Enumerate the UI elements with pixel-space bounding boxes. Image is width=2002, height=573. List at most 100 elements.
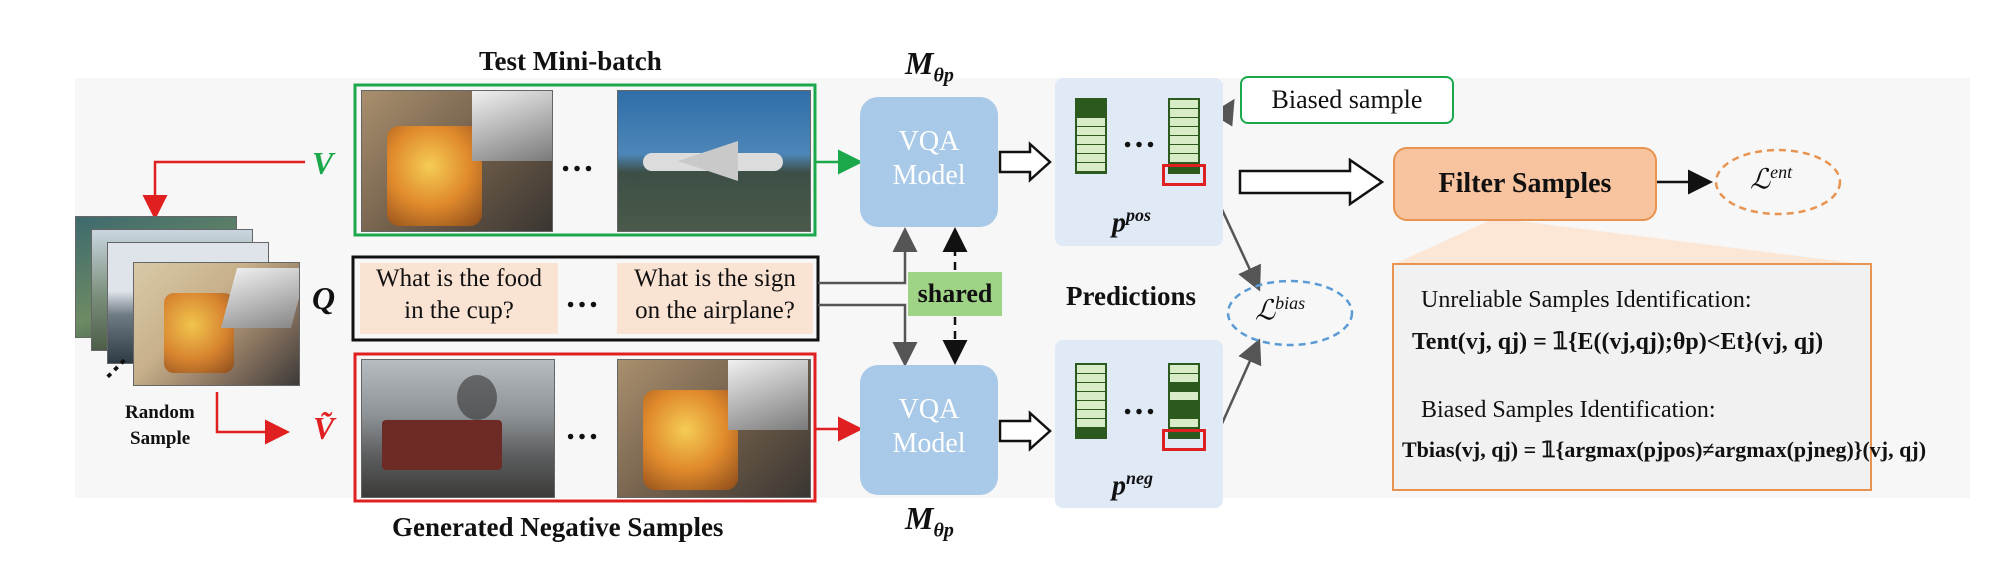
shared-badge: shared — [908, 272, 1002, 316]
l-ent-main: ℒ — [1750, 164, 1771, 196]
l-bias-main: ℒ — [1255, 295, 1276, 327]
bar-segment — [1170, 154, 1198, 163]
p-pos-main: p — [1112, 207, 1126, 239]
negative-image-train — [361, 359, 555, 498]
p-neg-main: p — [1112, 470, 1126, 502]
p-pos-label: ppos — [1112, 205, 1151, 239]
vqa-bottom-line1: VQA — [898, 394, 960, 425]
predictions-label: Predictions — [1066, 281, 1196, 311]
m-theta-bottom-main: M — [905, 500, 934, 536]
l-ent-sup: ent — [1770, 162, 1793, 182]
bar-segment — [1170, 374, 1198, 383]
vqa-bottom-line2: Model — [892, 428, 966, 459]
test-minibatch-frame — [353, 83, 817, 237]
q-symbol: Q — [312, 280, 336, 316]
formula-box: Unreliable Samples Identification: Tent(… — [1392, 263, 1926, 491]
pos-bar-2-highlight — [1162, 164, 1206, 186]
negative-image-chips — [617, 359, 811, 498]
neg-bar-2 — [1168, 363, 1200, 439]
bar-segment — [1077, 109, 1105, 118]
bar-segment — [1077, 419, 1105, 428]
negative-batch-ellipsis: … — [565, 410, 601, 447]
bar-segment — [1170, 401, 1198, 410]
vqa-to-pos-arrow — [998, 141, 1052, 183]
bar-segment — [1170, 100, 1198, 109]
bar-segment — [1077, 145, 1105, 154]
v-symbol: V — [312, 145, 334, 181]
m-theta-bottom: Mθp — [905, 500, 954, 542]
test-batch-ellipsis: … — [560, 142, 596, 179]
vqa-top-line2: Model — [892, 160, 966, 191]
m-theta-top-sub: θp — [933, 64, 954, 87]
m-theta-top: Mθp — [905, 45, 954, 87]
callout-wedge — [1392, 218, 1870, 265]
l-bias-sup: bias — [1275, 293, 1306, 313]
bar-segment — [1170, 428, 1198, 437]
test-image-chips — [361, 90, 553, 232]
bar-segment — [1170, 145, 1198, 154]
question-to-vqa-bottom — [818, 303, 918, 367]
bar-segment — [1077, 118, 1105, 127]
bar-segment — [1077, 127, 1105, 136]
p-neg-sup: neg — [1126, 468, 1153, 488]
bar-segment — [1077, 383, 1105, 392]
lent-ellipse — [1714, 148, 1842, 216]
bar-segment — [1077, 136, 1105, 145]
random-to-vtilde-arrow — [215, 392, 290, 445]
test-minibatch-title: Test Mini-batch — [479, 46, 662, 76]
question-to-vqa-top — [818, 227, 918, 285]
bar-segment — [1170, 127, 1198, 136]
random-sample-label-2: Sample — [130, 428, 191, 449]
bar-segment — [1170, 410, 1198, 419]
vqa-model-bottom: VQA Model — [860, 365, 998, 495]
negative-samples-frame — [353, 352, 817, 503]
pos-bars-ellipsis: … — [1122, 118, 1158, 155]
vqa-model-top: VQA Model — [860, 97, 998, 227]
test-image-airplane — [617, 90, 811, 232]
p-pos-sup: pos — [1126, 205, 1152, 225]
m-theta-top-main: M — [905, 45, 934, 81]
random-stack-image-1 — [133, 262, 300, 386]
question-2-line1: What is the sign — [634, 265, 796, 292]
unreliable-title: Unreliable Samples Identification: — [1421, 287, 1752, 313]
bar-segment — [1170, 109, 1198, 118]
neg-bar-2-highlight — [1162, 429, 1206, 451]
bar-segment — [1170, 136, 1198, 145]
bar-segment — [1170, 419, 1198, 428]
neg-bar-1 — [1075, 363, 1107, 439]
neg-bars-ellipsis: … — [1122, 385, 1158, 422]
question-cell-1: What is the food in the cup? — [360, 263, 558, 334]
question-cell-2: What is the sign on the airplane? — [617, 263, 813, 334]
bar-segment — [1077, 374, 1105, 383]
lbias-ellipse — [1226, 279, 1354, 347]
bar-segment — [1077, 154, 1105, 163]
p-neg-label: pneg — [1112, 468, 1153, 502]
bar-segment — [1170, 118, 1198, 127]
l-bias-label: ℒbias — [1255, 293, 1305, 327]
question-frame — [351, 255, 820, 342]
biased-formula: Tbias(vj, qj) = 𝟙{argmax(pjpos)≠argmax(p… — [1402, 437, 1927, 462]
bar-segment — [1170, 365, 1198, 374]
bar-segment — [1077, 410, 1105, 419]
bar-segment — [1077, 163, 1105, 172]
vqa-top-line1: VQA — [898, 126, 960, 157]
v-to-random-arrow — [142, 160, 305, 220]
bar-segment — [1170, 383, 1198, 392]
filter-samples-box: Filter Samples — [1393, 147, 1657, 221]
m-theta-bottom-sub: θp — [933, 519, 954, 542]
bar-segment — [1077, 392, 1105, 401]
generated-negative-title: Generated Negative Samples — [392, 512, 724, 542]
question-2-line2: on the airplane? — [635, 297, 795, 324]
biased-title: Biased Samples Identification: — [1421, 397, 1716, 423]
pos-bar-2 — [1168, 98, 1200, 174]
bar-segment — [1170, 163, 1198, 172]
l-ent-label: ℒent — [1750, 162, 1792, 196]
biased-sample-box: Biased sample — [1240, 76, 1454, 124]
bar-segment — [1077, 401, 1105, 410]
vqa-to-neg-arrow — [998, 410, 1052, 452]
v-tilde-symbol: Ṽ — [313, 410, 335, 446]
bar-segment — [1077, 428, 1105, 437]
pos-bar-1 — [1075, 98, 1107, 174]
bar-segment — [1170, 392, 1198, 401]
question-1-line2: in the cup? — [404, 297, 514, 324]
